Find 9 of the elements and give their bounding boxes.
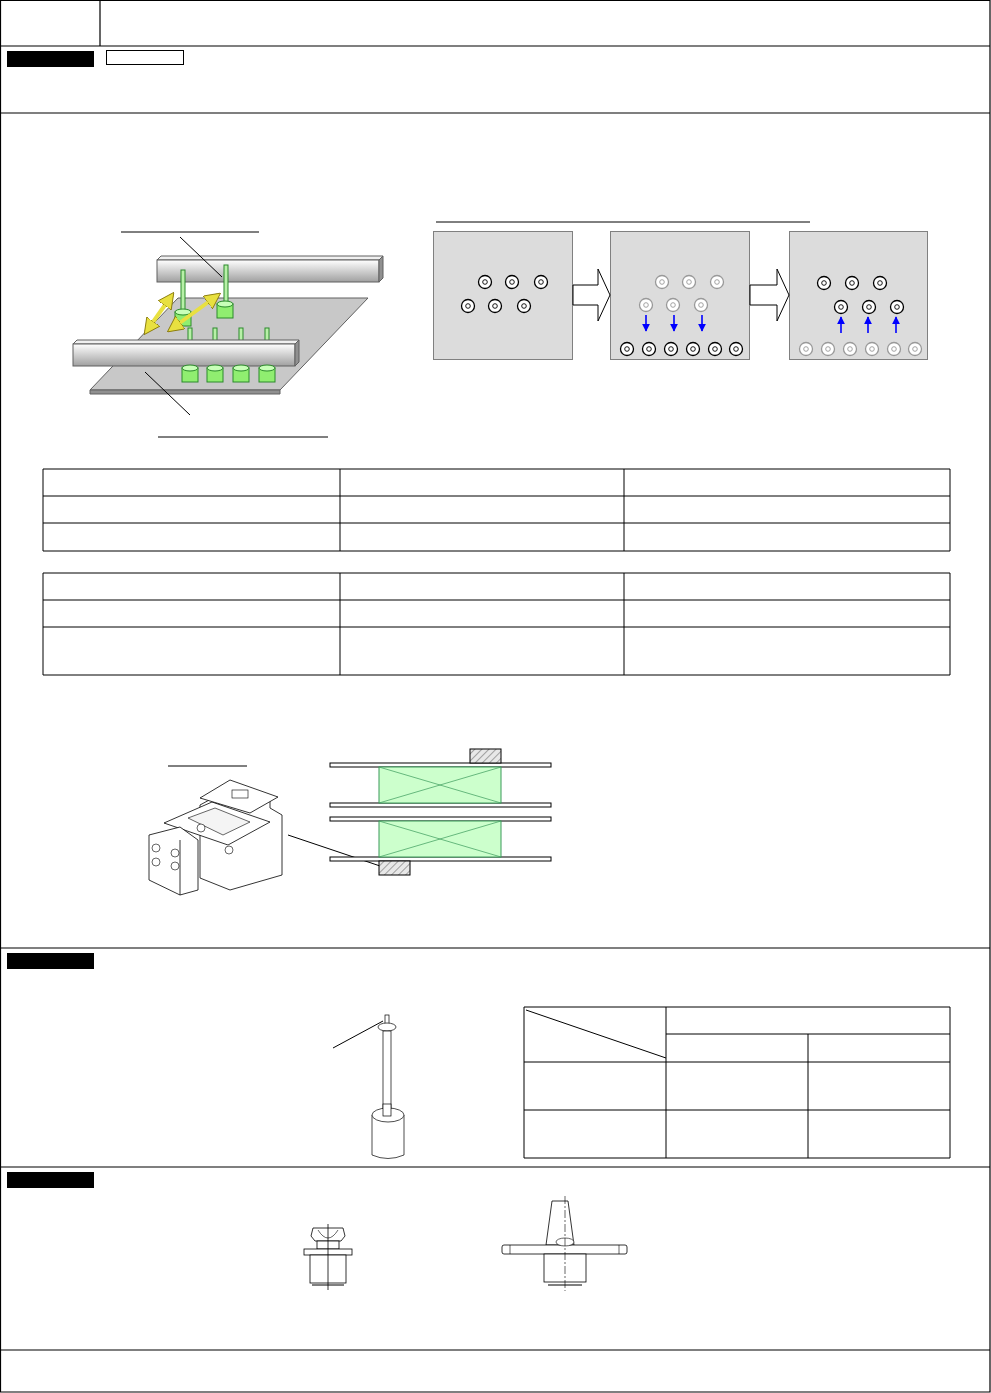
section-tag bbox=[7, 51, 94, 67]
section-tag bbox=[7, 953, 94, 969]
block-arrow bbox=[749, 268, 790, 322]
block-arrow bbox=[572, 268, 611, 322]
process-panel bbox=[789, 231, 928, 360]
process-panel bbox=[433, 231, 573, 360]
tag-box bbox=[106, 50, 184, 65]
section-tag bbox=[7, 1172, 94, 1188]
process-panel bbox=[610, 231, 750, 360]
